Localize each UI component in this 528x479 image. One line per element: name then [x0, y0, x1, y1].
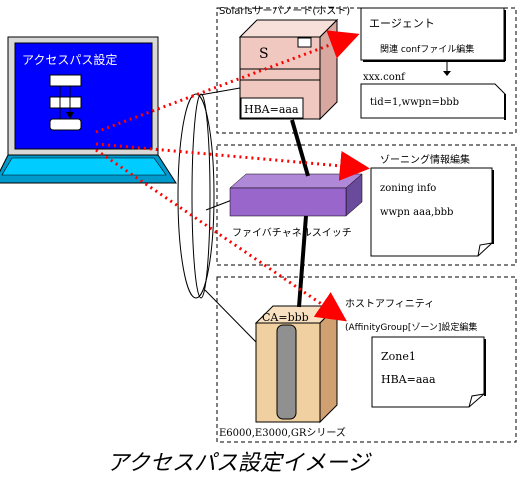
flow-box-1	[49, 74, 82, 87]
zoning-doc-fold	[477, 242, 493, 257]
series-label: E6000,E3000,GRシリーズ	[219, 426, 346, 439]
fibre-oval-outer	[177, 93, 215, 299]
zone-doc-shape	[371, 336, 485, 408]
zoning-doc: zoning info wwpn aaa,bbb	[370, 167, 494, 257]
flow-box-2	[49, 96, 82, 109]
flow-box-3	[49, 118, 82, 131]
zone-doc-fold	[468, 393, 485, 408]
fc-switch	[229, 173, 363, 217]
zoning-doc-line1: zoning info	[380, 183, 436, 194]
zoning-doc-shape	[370, 167, 493, 257]
server-group-title: Solarisサーバノード(ホスト)	[219, 5, 350, 17]
affinity-heading: ホストアフィニティ	[345, 298, 434, 310]
zone-doc-line1: Zone1	[381, 350, 416, 363]
conf-file-content: tid=1,wwpn=bbb	[370, 97, 459, 108]
zone-doc: Zone1 HBA=aaa	[371, 336, 486, 408]
server-switch-cable	[290, 119, 310, 177]
switch-storage-cable	[297, 215, 308, 308]
monitor-screen	[14, 42, 153, 150]
storage-disk-slot	[276, 324, 297, 420]
affinity-sub: (AffinityGroup[ゾーン]設定編集	[345, 321, 477, 333]
oval-to-server-line	[199, 87, 241, 96]
conf-file-doc: xxx.conf tid=1,wwpn=bbb	[360, 72, 506, 120]
storage-group-box	[216, 276, 517, 443]
storage-cabinet: CA=bbb	[254, 304, 339, 424]
oval-to-switch-line	[205, 199, 233, 211]
switch-front-face	[229, 187, 347, 217]
switch-group-box	[216, 144, 517, 266]
agent-note-subtitle: 関連 confファイル編集	[380, 43, 474, 55]
fibre-oval-inner	[191, 93, 211, 299]
screen-title: アクセスパス設定	[22, 52, 117, 67]
switch-label: ファイバチャネルスイッチ	[232, 227, 352, 239]
access-path-arrows	[95, 30, 370, 322]
diagram-caption: アクセスパス設定イメージ	[107, 451, 372, 476]
oval-to-storage-line	[204, 289, 257, 343]
ca-label: CA=bbb	[262, 311, 309, 324]
agent-note-title: エージェント	[369, 17, 435, 30]
server-side-face	[319, 18, 338, 121]
agent-note: エージェント 関連 confファイル編集	[360, 7, 506, 76]
hba-box	[240, 97, 304, 119]
zoning-heading: ゾーニング情報編集	[380, 153, 470, 166]
server-letter: S	[259, 46, 269, 62]
zoning-doc-line2: wwpn aaa,bbb	[380, 207, 453, 218]
agent-to-conf-arrow-icon	[443, 71, 451, 76]
path-to-agent	[95, 30, 360, 134]
server-indicator	[297, 37, 312, 48]
conf-file-name: xxx.conf	[363, 72, 406, 83]
hba-label: HBA=aaa	[244, 103, 299, 116]
flow-arrow-icon	[66, 112, 74, 119]
storage-side-face	[319, 304, 338, 424]
zone-doc-line2: HBA=aaa	[381, 373, 436, 386]
pc-terminal: アクセスパス設定	[0, 36, 177, 184]
switch-top-face	[229, 173, 363, 189]
keyboard-top	[1, 157, 167, 176]
path-to-storage	[95, 148, 347, 322]
server-box: S HBA=aaa	[238, 18, 339, 121]
